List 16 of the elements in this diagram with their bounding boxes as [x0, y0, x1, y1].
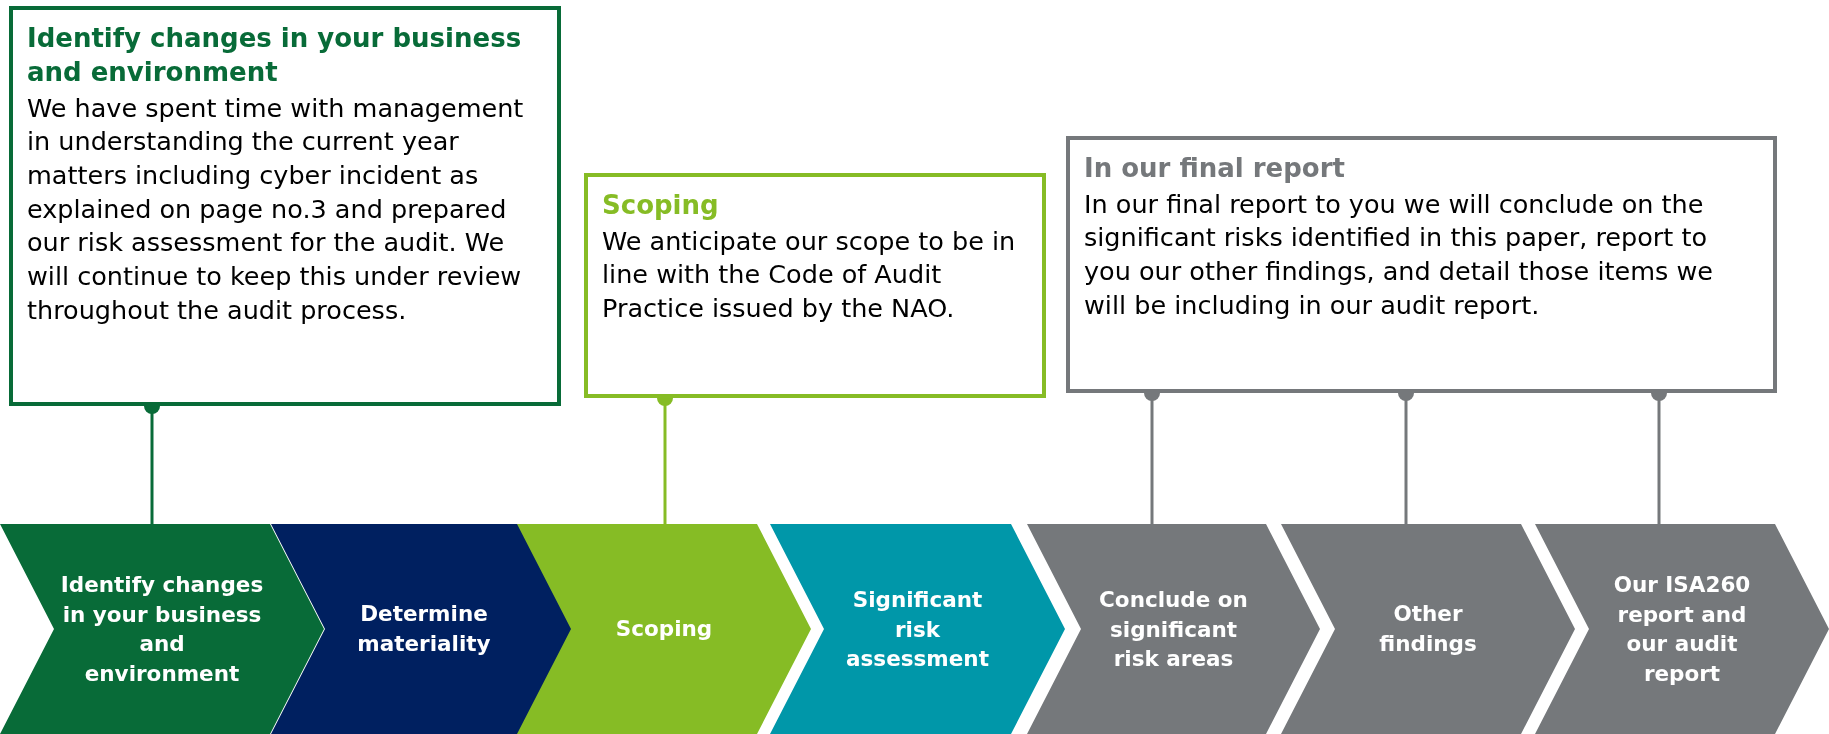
- chevron-label: Determine materiality: [356, 600, 492, 658]
- chevron-label: Other findings: [1378, 600, 1478, 658]
- callout-text: We have spent time with management in understanding the current year matters including cyber incident as explained on page no.3 and prepared our risk assessment for the audit. We will continue to keep this under review throughout the audit process.: [27, 91, 525, 327]
- callout-text: In our final report to you we will conclude on the significant risks identified in this paper, report to you our other findings, and detail those items we will be including in our audit report.: [1084, 187, 1714, 322]
- chevron-label: Scoping: [614, 615, 714, 644]
- chevron-label: Our ISA260 report and our audit report: [1612, 570, 1752, 688]
- callout-text: We anticipate our scope to be in line with the Code of Audit Practice issued by the NAO.: [602, 224, 1017, 326]
- callout-heading: In our final report: [1084, 152, 1346, 185]
- callout-box: [584, 173, 1046, 398]
- chevron-label: Identify changes in your business and environment: [60, 570, 264, 688]
- callout-box: [9, 6, 561, 406]
- callout-heading: Identify changes in your business and environment: [27, 22, 523, 89]
- chevron-label: Significant risk assessment: [845, 585, 990, 673]
- callout-heading: Scoping: [602, 189, 720, 222]
- callout-box: [1066, 136, 1777, 393]
- chevron-label: Conclude on significant risk areas: [1098, 585, 1249, 673]
